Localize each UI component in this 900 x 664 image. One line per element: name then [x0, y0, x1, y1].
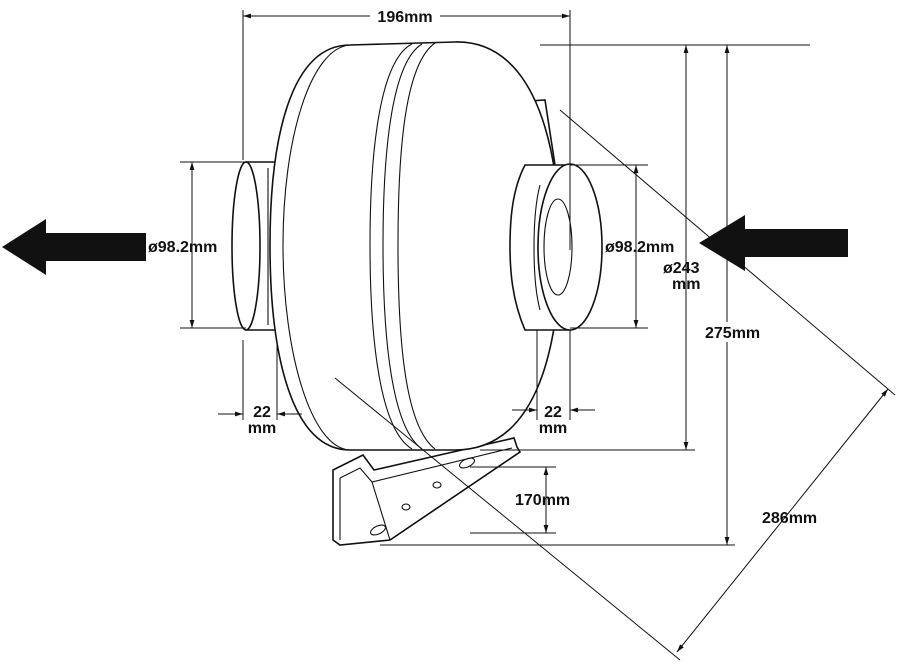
inlet-collar — [509, 163, 603, 331]
dim-outlet-diameter — [180, 161, 246, 329]
label-inlet-collar-unit: mm — [539, 420, 567, 437]
label-outlet-diameter: ø98.2mm — [148, 239, 217, 256]
label-total-height: 275mm — [705, 325, 760, 342]
label-body-diameter-unit: mm — [672, 276, 700, 293]
label-inlet-diameter: ø98.2mm — [605, 239, 674, 256]
dim-width — [242, 10, 571, 250]
label-body-diameter: ø243 — [663, 260, 700, 277]
label-diagonal: 286mm — [762, 510, 817, 527]
label-width: 196mm — [377, 9, 432, 26]
airflow-in-arrow — [699, 215, 848, 271]
bracket-slots — [370, 457, 475, 536]
mounting-bracket — [332, 437, 522, 546]
airflow-out-arrow — [2, 219, 146, 275]
dim-inlet-collar — [512, 330, 595, 420]
label-outlet-collar: 22 — [253, 404, 271, 421]
dim-inlet-diameter — [570, 164, 648, 329]
dim-outlet-collar — [218, 340, 302, 420]
fan-body — [269, 41, 561, 451]
label-inlet-collar: 22 — [544, 404, 562, 421]
label-outlet-collar-unit: mm — [248, 420, 276, 437]
label-bracket-spacing: 170mm — [515, 492, 570, 509]
dim-bracket — [470, 466, 556, 534]
